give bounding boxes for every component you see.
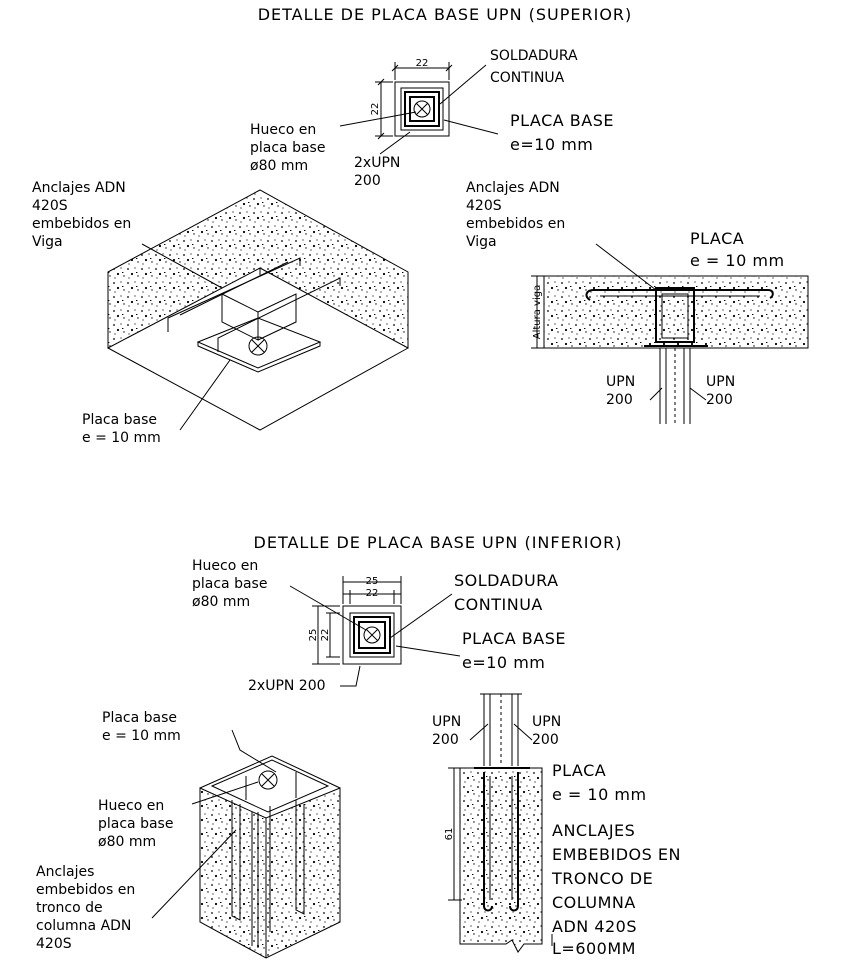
bottom-plan-placa-label: PLACA BASE e=10 mm [462,629,572,672]
top-iso-anclajes-label: Anclajes ADN 420S embebidos en Viga [32,180,136,250]
top-iso-placa-label: Placa base e = 10 mm [82,412,161,446]
bottom-plan-upn-label: 2xUPN 200 [248,678,326,694]
bottom-iso-view [151,729,341,959]
bottom-section-upn-right-label: UPN 200 [532,714,566,748]
top-title: DETALLE DE PLACA BASE UPN (SUPERIOR) [258,5,633,24]
bottom-plan-hueco-label: Hueco en placa base ø80 mm [192,558,272,610]
top-section-altura-label: Altura viga [532,285,543,339]
bottom-section-placa-label: PLACA e = 10 mm [552,761,647,804]
top-plan-hueco-label: Hueco en placa base ø80 mm [250,122,330,174]
bottom-plan-dim-h-inner: 22 [320,629,331,642]
bottom-iso-anclajes-label: Anclajes embebidos en tronco de columna … [36,864,140,952]
top-section-upn-right-label: UPN 200 [706,374,740,408]
top-section-placa-label: PLACA e = 10 mm [690,229,785,270]
bottom-plan-soldadura-label: SOLDADURA CONTINUA [454,571,564,614]
bottom-iso-hueco-label: Hueco en placa base ø80 mm [98,798,178,850]
bottom-plan-dim-w-outer: 25 [366,576,379,587]
bottom-section-anclajes-label: ANCLAJES EMBEBIDOS EN TRONCO DE COLUMNA … [551,821,687,958]
top-plan-dim-width: 22 [416,58,429,69]
bottom-section-view: 61 [444,693,553,953]
top-iso-view [107,189,409,431]
bottom-section-dim-label: 61 [444,828,455,841]
top-section-upn-left-label: UPN 200 [606,374,640,408]
bottom-iso-placa-label: Placa base e = 10 mm [102,710,181,744]
bottom-section-upn-left-label: UPN 200 [432,714,466,748]
bottom-plan-view: 25 22 25 22 [289,576,461,687]
bottom-plan-dim-h-outer: 25 [308,629,319,642]
top-plan-placa-label: PLACA BASE e=10 mm [510,111,620,154]
top-plan-view: 22 22 [339,58,499,155]
bottom-plan-dim-w-inner: 22 [366,588,379,599]
top-plan-upn-label: 2xUPN 200 [354,155,405,189]
top-section-view: Altura viga [531,243,809,424]
top-plan-dim-height: 22 [370,103,381,116]
top-plan-soldadura-label: SOLDADURA CONTINUA [490,48,582,86]
top-section-anclajes-label: Anclajes ADN 420S embebidos en Viga [466,180,570,250]
bottom-title: DETALLE DE PLACA BASE UPN (INFERIOR) [254,533,623,552]
